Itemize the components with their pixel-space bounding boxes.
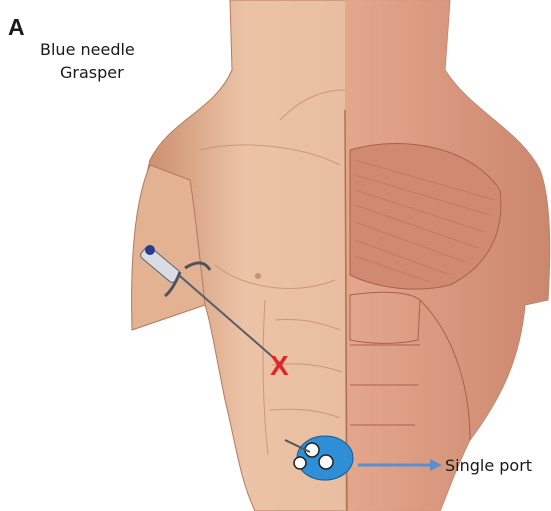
muscle-layer [345,0,551,511]
target-x-mark: X [270,350,289,382]
needle-label-line2: Grasper [60,63,124,82]
panel-letter: A [8,14,25,41]
needle-label-line1: Blue needle [40,40,135,59]
single-port-label: Single port [445,456,532,475]
